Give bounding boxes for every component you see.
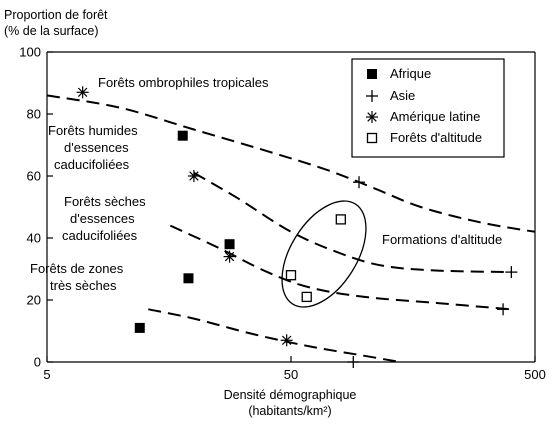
label-forets-zones-seches-2: très sèches: [50, 278, 117, 293]
y-tick-label: 80: [27, 107, 41, 122]
curve-forets-zones-tres-seches: [148, 308, 401, 363]
x-tick-label: 5: [43, 367, 50, 382]
legend-marker-asterisk: [366, 111, 378, 123]
point-amerique-latine: [187, 170, 200, 182]
label-formations-altitude: Formations d'altitude: [382, 232, 502, 247]
point-asie: [497, 303, 510, 316]
point-asie: [505, 266, 518, 279]
legend-marker-open-square: [366, 132, 378, 144]
y-tick-label: 40: [27, 231, 41, 246]
label-forets-humides-1: Forêts humides: [48, 123, 138, 138]
label-forets-seches-3: caducifoliées: [62, 228, 138, 243]
legend-box: [351, 58, 505, 158]
legend-label-forets-altitude: Forêts d'altitude: [390, 130, 482, 145]
label-forets-ombrophiles: Forêts ombrophiles tropicales: [98, 75, 269, 90]
label-forets-seches-1: Forêts sèches: [64, 194, 146, 209]
legend-label-afrique: Afrique: [390, 66, 431, 81]
y-axis-title-line-2: (% de la surface): [4, 24, 98, 38]
y-tick-label: 100: [19, 45, 41, 60]
y-axis-title-line-1: Proportion de forêt: [4, 8, 108, 22]
x-ticks: 5 50 500: [43, 356, 546, 382]
point-forets-d-altitude: [335, 214, 346, 225]
legend-label-amerique-latine: Amérique latine: [390, 109, 480, 124]
point-amerique-latine: [280, 334, 293, 347]
point-forets-d-altitude: [301, 291, 312, 303]
point-amerique-latine: [76, 86, 89, 99]
x-tick-label: 500: [524, 367, 546, 382]
legend-markers: [366, 69, 378, 144]
point-asie: [347, 356, 360, 368]
legend-marker-plus: [366, 90, 378, 102]
y-ticks: 0 20 40 60 80 100: [19, 45, 53, 370]
curve-labels: Forêts ombrophiles tropicales Forêts hum…: [30, 75, 502, 293]
point-asie: [353, 176, 366, 189]
point-afrique: [134, 322, 145, 333]
legend-marker-filled-square: [367, 69, 377, 79]
legend: Afrique Asie Amérique latine Forêts d'al…: [351, 58, 505, 158]
curve-forets-seches: [169, 224, 512, 311]
y-tick-label: 0: [34, 355, 41, 370]
legend-label-asie: Asie: [390, 88, 415, 103]
y-tick-label: 60: [27, 169, 41, 184]
x-axis-title-line-2: (habitants/km²): [248, 404, 331, 418]
y-tick-label: 20: [27, 293, 41, 308]
curve-forets-ombrophiles: [46, 94, 536, 233]
point-afrique: [224, 239, 235, 250]
point-afrique: [177, 130, 188, 141]
point-afrique: [183, 273, 194, 284]
x-tick-label: 50: [284, 367, 298, 382]
data-points: [76, 86, 518, 368]
label-forets-humides-2: d'essences: [64, 140, 129, 155]
curve-forets-humides: [193, 172, 512, 274]
point-forets-d-altitude: [285, 270, 297, 281]
altitude-formation-ellipse: [281, 200, 367, 308]
curves: [46, 94, 536, 363]
point-amerique-latine: [223, 250, 236, 263]
axes: [46, 51, 536, 363]
label-forets-humides-3: caducifoliées: [54, 157, 130, 172]
x-axis-title-line-1: Densité démographique: [224, 388, 357, 402]
label-forets-zones-seches-1: Forêts de zones: [30, 261, 124, 276]
label-forets-seches-2: d'essences: [70, 211, 135, 226]
